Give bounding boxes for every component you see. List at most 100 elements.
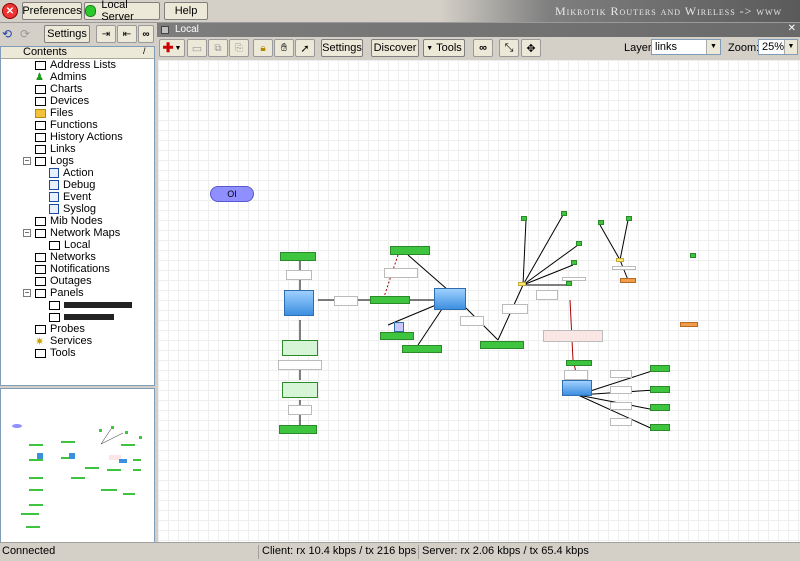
tree-item-networks[interactable]: Networks (35, 251, 96, 263)
left-settings-button[interactable]: Settings (44, 25, 90, 43)
hand-icon[interactable]: ✋︎ (274, 39, 294, 57)
export-icon[interactable]: ⇤ (117, 25, 137, 43)
pointer-icon[interactable]: ➚ (295, 39, 315, 57)
local-server-button[interactable]: Local Server (84, 0, 160, 23)
files-icon (35, 108, 46, 118)
cloud-node[interactable]: OI (210, 186, 254, 202)
contents-header[interactable]: Contents / (1, 47, 154, 59)
add-item-button[interactable]: ✚ ▼ (159, 39, 185, 57)
copy-icon[interactable]: ⧉ (208, 39, 228, 57)
tree-item-admins[interactable]: ♟Admins (35, 71, 87, 83)
map-icon (49, 240, 60, 250)
tree-item-outages[interactable]: Outages (35, 275, 92, 287)
switch-node[interactable] (616, 258, 624, 262)
tree-item-functions[interactable]: Functions (35, 119, 98, 131)
switch-node[interactable] (518, 282, 526, 286)
alert-node[interactable] (680, 322, 698, 327)
tree-item-network-maps[interactable]: −Network Maps (23, 227, 121, 239)
tree-item-syslog[interactable]: Syslog (49, 203, 96, 215)
device-node[interactable] (650, 386, 670, 393)
tree-item-charts[interactable]: Charts (35, 83, 82, 95)
map-settings-button[interactable]: Settings (321, 39, 363, 57)
traffic-label (334, 296, 358, 306)
map-canvas[interactable]: OI (158, 60, 800, 543)
device-node[interactable] (480, 341, 524, 349)
left-toolbar: ⟲ ⟳ Settings ⇥ ⇤ ∞ (0, 23, 156, 45)
device-node[interactable] (370, 296, 410, 304)
switch-node[interactable] (282, 340, 318, 356)
import-icon[interactable]: ⇥ (96, 25, 116, 43)
device-node[interactable] (650, 424, 670, 431)
tree-item-devices[interactable]: Devices (35, 95, 89, 107)
zoom-fit-icon[interactable]: ⤡ (499, 39, 519, 57)
device-node[interactable] (576, 241, 582, 246)
traffic-label (564, 370, 588, 380)
preferences-button[interactable]: Preferences (22, 2, 82, 20)
tree-item-panel-redacted-2[interactable] (49, 311, 114, 323)
tree-item-debug[interactable]: Debug (49, 179, 95, 191)
panel-icon (49, 300, 60, 310)
tree-item-tools[interactable]: Tools (35, 347, 76, 359)
paste-icon[interactable]: ⎘ (229, 39, 249, 57)
switch-node[interactable] (282, 382, 318, 398)
tree-item-event[interactable]: Event (49, 191, 91, 203)
router-node[interactable] (284, 290, 314, 316)
tree-item-panels[interactable]: −Panels (23, 287, 84, 299)
tree-item-probes[interactable]: Probes (35, 323, 85, 335)
collapse-icon[interactable]: − (23, 228, 31, 237)
traffic-label (460, 316, 484, 326)
chevron-down-icon[interactable]: ▼ (706, 40, 720, 54)
collapse-icon[interactable]: − (23, 156, 31, 165)
device-node[interactable] (690, 253, 696, 258)
tree-item-logs[interactable]: −Logs (23, 155, 74, 167)
device-node[interactable] (390, 246, 430, 255)
tools-menu-button[interactable]: ▼ Tools (423, 39, 465, 57)
device-node[interactable] (280, 252, 316, 261)
collapse-icon[interactable]: − (23, 288, 31, 297)
discover-button[interactable]: Discover (371, 39, 419, 57)
device-node[interactable] (521, 216, 527, 221)
tree-item-files[interactable]: Files (35, 107, 73, 119)
zoom-select[interactable]: 25% ▼ (758, 39, 798, 55)
tree-item-address-lists[interactable]: Address Lists (35, 59, 116, 71)
tree-item-history-actions[interactable]: History Actions (35, 131, 123, 143)
device-node[interactable] (380, 332, 414, 340)
map-window: Local ✕ ✚ ▼ ▭ ⧉ ⎘ 🔒︎ ✋︎ ➚ Settings Disco… (157, 23, 800, 543)
device-node[interactable] (626, 216, 632, 221)
redo-icon[interactable]: ⟳ (20, 27, 31, 41)
device-node[interactable] (566, 281, 572, 286)
router-node[interactable] (434, 288, 466, 310)
remove-icon[interactable]: ▭ (187, 39, 207, 57)
device-node[interactable] (566, 360, 592, 366)
tree-item-mib-nodes[interactable]: Mib Nodes (35, 215, 103, 227)
help-button[interactable]: Help (164, 2, 208, 20)
tree-item-action[interactable]: Action (49, 167, 94, 179)
device-node[interactable] (650, 404, 670, 411)
device-node[interactable] (598, 220, 604, 225)
binoculars-icon[interactable]: ∞ (138, 25, 154, 43)
device-node[interactable] (402, 345, 442, 353)
device-node[interactable] (561, 211, 567, 216)
window-close-icon[interactable]: ✕ (787, 23, 796, 34)
undo-icon[interactable]: ⟲ (2, 27, 13, 41)
chevron-down-icon[interactable]: ▼ (784, 40, 797, 54)
device-node[interactable] (571, 260, 577, 265)
alert-node[interactable] (620, 278, 636, 283)
router-node[interactable] (562, 380, 592, 396)
tree-item-panel-redacted-1[interactable] (49, 299, 132, 311)
find-binoculars-icon[interactable]: ∞ (473, 39, 493, 57)
device-node[interactable] (650, 365, 670, 372)
wireless-node[interactable] (394, 322, 404, 332)
traffic-label (536, 290, 558, 300)
zoom-all-icon[interactable]: ✥ (521, 39, 541, 57)
map-overview[interactable] (0, 388, 155, 543)
tree-item-local[interactable]: Local (49, 239, 90, 251)
close-button[interactable]: ✕ (2, 3, 18, 19)
lock-icon[interactable]: 🔒︎ (253, 39, 273, 57)
device-node[interactable] (279, 425, 317, 434)
tree-item-services[interactable]: ✷Services (35, 335, 93, 348)
layer-select[interactable]: links ▼ (651, 39, 721, 55)
tree-item-notifications[interactable]: Notifications (35, 263, 110, 275)
tree-item-links[interactable]: Links (35, 143, 76, 155)
redacted-label (64, 314, 114, 320)
